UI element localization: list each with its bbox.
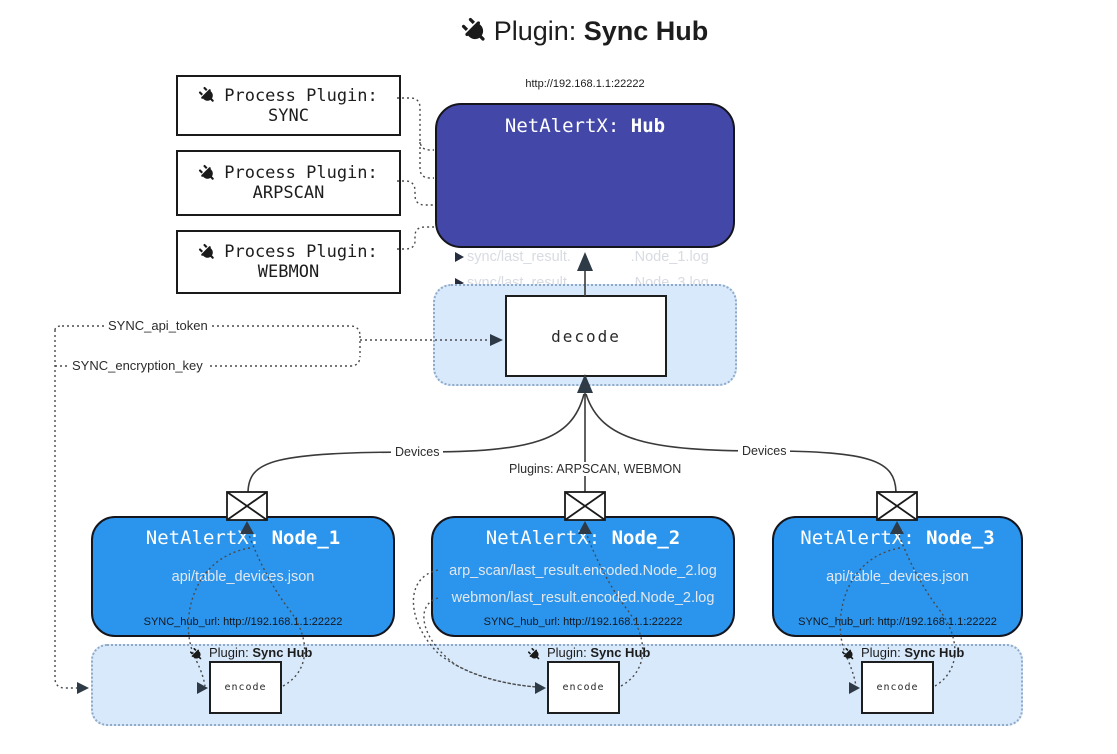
plug-icon <box>197 162 219 184</box>
label-sync-encryption-key: SYNC_encryption_key <box>68 358 207 373</box>
decode-box: decode <box>505 295 667 377</box>
hub-title: NetAlertX: Hub <box>504 115 666 137</box>
process-plugin-name: SYNC <box>268 105 309 126</box>
process-plugin-name: WEBMON <box>257 262 320 282</box>
node-box-node-1: NetAlertX: Node_1 api/table_devices.json… <box>91 516 395 637</box>
node-file: api/table_devices.json <box>171 569 315 585</box>
node-hub-url: SYNC_hub_url: http://192.168.1.1:22222 <box>798 616 997 628</box>
node-title: NetAlertX: Node_2 <box>485 527 681 549</box>
process-plugin-name: ARPSCAN <box>252 183 325 203</box>
plug-icon <box>197 84 219 107</box>
process-plugin-box-webmon: Process Plugin: WEBMON <box>176 230 401 294</box>
label-devices-left: Devices <box>391 445 444 459</box>
connector-arpscan-log <box>397 180 434 206</box>
connector-node3-devices <box>585 393 897 493</box>
process-plugin-label: Process Plugin: <box>224 163 378 183</box>
plug-icon <box>526 646 543 663</box>
connector-sync-log1 <box>397 97 434 151</box>
hub-url-label: http://192.168.1.1:22222 <box>525 78 645 90</box>
page-title: Plugin: Sync Hub <box>53 14 1117 48</box>
connector-webmon-log <box>397 226 434 250</box>
process-plugin-label: Process Plugin: <box>224 242 378 262</box>
node-hub-url: SYNC_hub_url: http://192.168.1.1:22222 <box>143 616 343 628</box>
page-title-prefix: Plugin: <box>493 16 584 46</box>
node-hub-url: SYNC_hub_url: http://192.168.1.1:22222 <box>483 616 683 628</box>
encode-box-1: encode <box>209 661 282 714</box>
process-plugin-label: Process Plugin: <box>224 85 378 106</box>
node-file: arp_scan/last_result.encoded.Node_2.log <box>449 563 717 579</box>
arrow-right-icon <box>455 278 464 288</box>
node-box-node-3: NetAlertX: Node_3 api/table_devices.json… <box>772 516 1023 637</box>
node-title: NetAlertX: Node_3 <box>800 527 995 549</box>
encode-plugin-label: Plugin: Sync Hub <box>188 645 312 663</box>
encode-box-3: encode <box>861 661 934 714</box>
connector-sync-log2 <box>419 142 434 179</box>
node-box-node-2: NetAlertX: Node_2 arp_scan/last_result.e… <box>431 516 735 637</box>
arrow-right-icon <box>455 252 464 262</box>
plug-icon <box>197 241 219 263</box>
encode-plugin-label: Plugin: Sync Hub <box>840 645 964 663</box>
plug-icon <box>840 646 857 663</box>
node-file: webmon/last_result.encoded.Node_2.log <box>451 590 715 606</box>
label-devices-right: Devices <box>738 444 791 458</box>
connector-key-to-encode-panel <box>54 325 77 689</box>
page-title-bold: Sync Hub <box>583 16 709 46</box>
arrow-right-icon <box>77 682 89 694</box>
process-plugin-box-sync: Process Plugin: SYNC <box>176 75 401 136</box>
plug-icon <box>188 646 205 663</box>
node-title: NetAlertX: Node_1 <box>145 527 341 549</box>
encode-box-2: encode <box>547 661 620 714</box>
hub-box: NetAlertX: Hub sync/last_result.decoded.… <box>435 103 735 339</box>
label-plugins-mid: Plugins: ARPSCAN, WEBMON <box>505 462 686 476</box>
hub-log-line: sync/last_result.decoded.Node_1.log <box>455 246 709 268</box>
process-plugin-box-arpscan: Process Plugin: ARPSCAN <box>176 150 401 216</box>
plug-icon <box>458 14 491 48</box>
encode-plugin-label: Plugin: Sync Hub <box>526 645 650 663</box>
connector-node1-devices <box>247 393 585 493</box>
label-sync-api-token: SYNC_api_token <box>104 318 212 333</box>
node-file: api/table_devices.json <box>826 569 969 585</box>
